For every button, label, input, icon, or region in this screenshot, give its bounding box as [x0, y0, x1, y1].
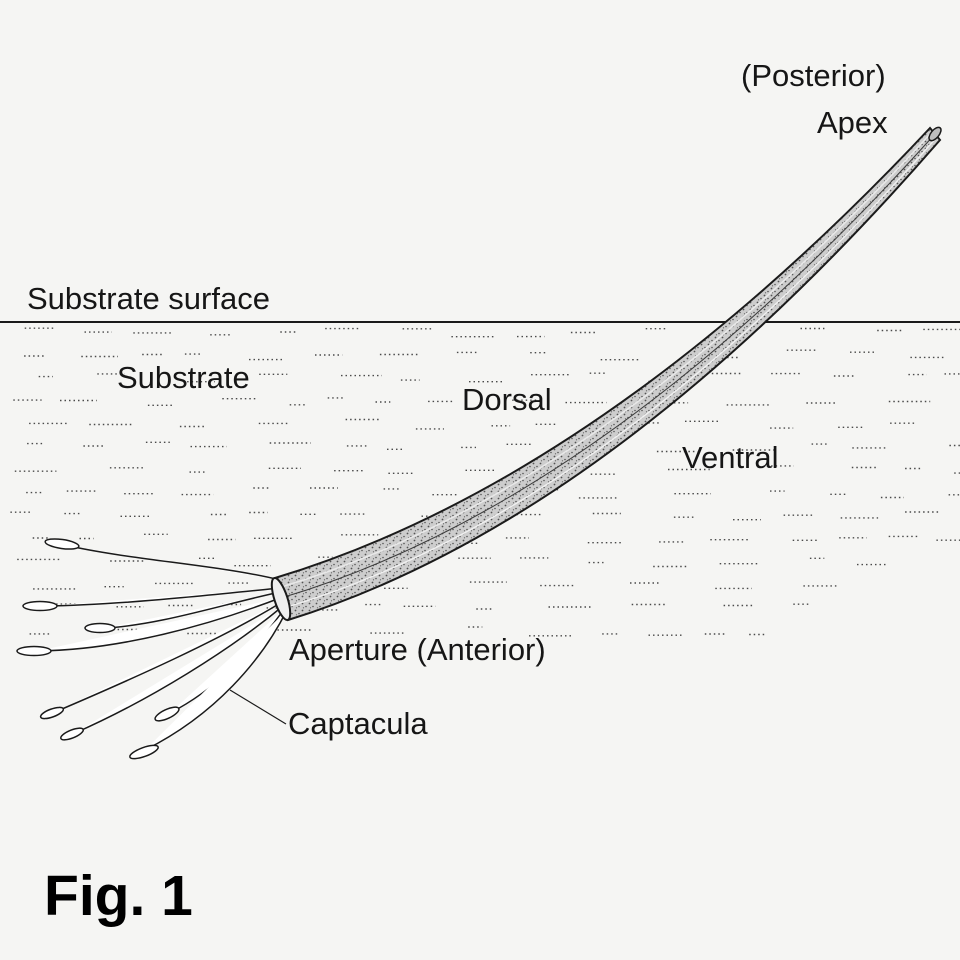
captaculum-8-club [129, 744, 159, 760]
captaculum-2 [44, 587, 281, 607]
shell-rib-3 [283, 136, 938, 609]
captaculum-1 [64, 544, 281, 581]
label-apex: Apex [817, 105, 888, 140]
shell-aperture-rim [270, 576, 292, 622]
shell-rib-2 [280, 133, 936, 599]
figure-title: Fig. 1 [44, 864, 193, 928]
label-posterior: (Posterior) [741, 58, 886, 93]
shell-stipple [275, 128, 940, 620]
captaculum-4-club [16, 645, 52, 657]
shell-rib-1 [277, 130, 934, 589]
captaculum-3-club [84, 622, 116, 634]
captaculum-1-club [44, 538, 80, 550]
captaculum-5 [54, 601, 283, 713]
captaculum-7-club [154, 706, 180, 722]
captaculum-3 [104, 591, 281, 629]
label-ventral: Ventral [682, 440, 779, 475]
label-substrate-surface: Substrate surface [27, 281, 270, 316]
captaculum-5-club [39, 706, 65, 720]
tusk-shell [270, 126, 942, 622]
label-aperture: Aperture (Anterior) [289, 632, 546, 667]
captaculum-6-club [60, 727, 84, 741]
captaculum-4 [37, 597, 281, 652]
label-captacula: Captacula [288, 706, 428, 741]
captaculum-6 [74, 605, 284, 734]
shell-apex-end [928, 126, 942, 142]
captacula-leader-line [229, 689, 287, 725]
captaculum-2-club [22, 600, 58, 612]
captacula [16, 538, 288, 760]
label-dorsal: Dorsal [462, 382, 552, 417]
substrate-texture [10, 327, 960, 637]
captaculum-8 [144, 609, 288, 751]
label-substrate: Substrate [117, 360, 250, 395]
